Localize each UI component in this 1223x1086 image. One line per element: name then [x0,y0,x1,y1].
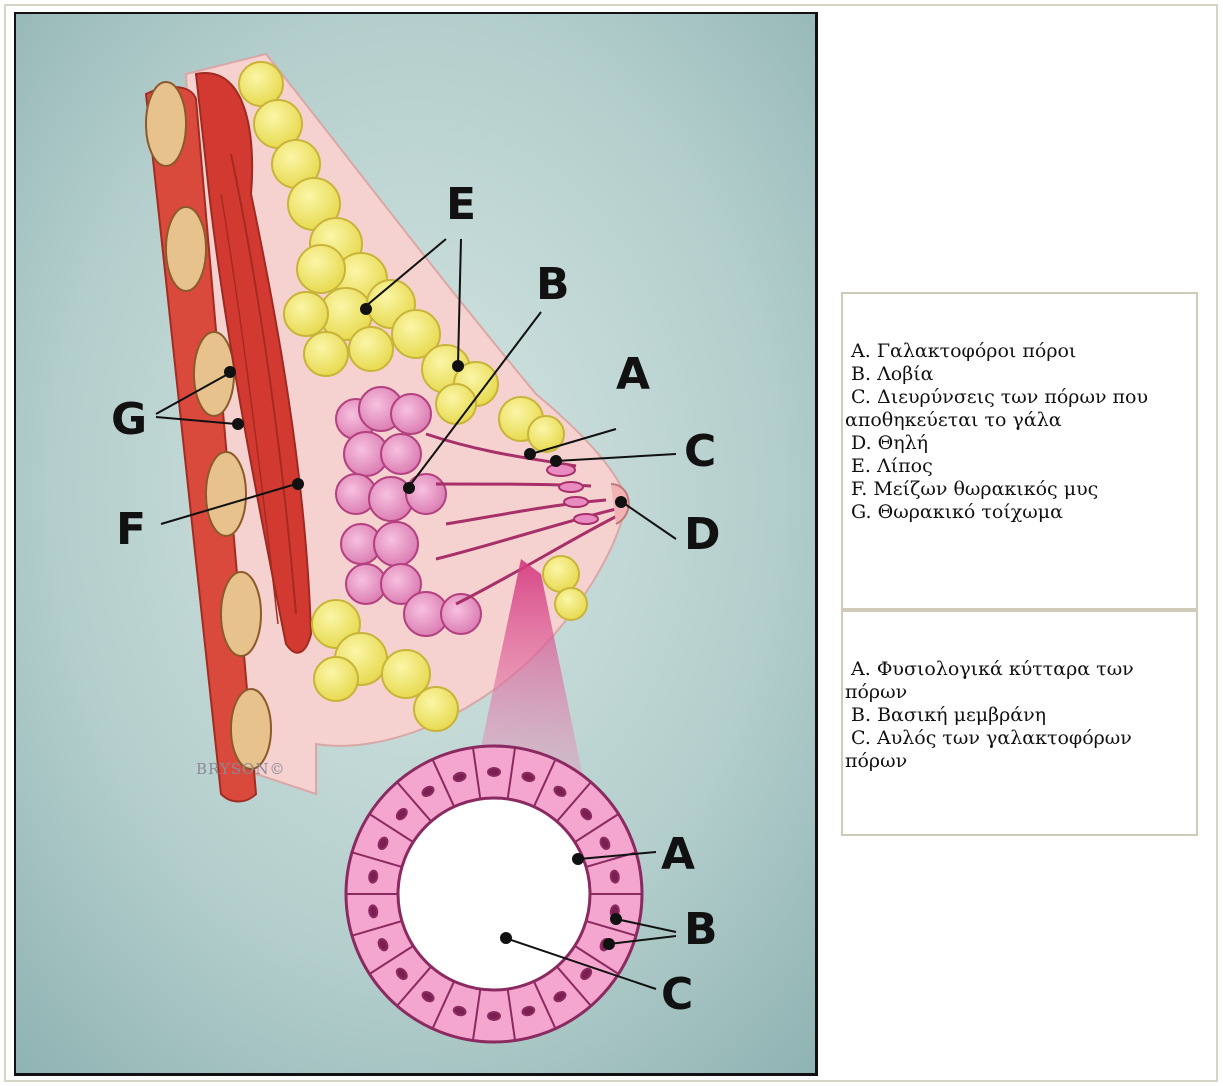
cell-nucleus [368,905,378,918]
duct-lumen [398,798,590,990]
label-A: A [616,349,650,400]
legend-item-c: C. Διευρύνσεις των πόρων που αποθηκεύετα… [845,386,1194,432]
label-C: C [684,426,716,477]
inset-label-B: B [684,904,718,955]
label-G: G [111,394,147,445]
breast-anatomy-illustration: E B A C D G F A B C BRYSON© [14,12,818,1076]
legend-duct-item-a: A. Φυσιολογικά κύτταρα των πόρων [845,658,1194,704]
legend-item-b: B. Λοβία [845,363,1194,386]
label-D: D [684,509,721,560]
cell-nucleus [488,1012,500,1020]
legend-item-a: A. Γαλακτοφόροι πόροι [845,340,1194,363]
legend-item-f: F. Μείζων θωρακικός μυς [845,478,1194,501]
cell-nucleus [368,870,378,883]
legend-duct-item-c: C. Αυλός των γαλακτοφόρων πόρων [845,727,1194,773]
legend-item-g: G. Θωρακικό τοίχωμα [845,501,1194,524]
cell-nucleus [610,870,620,883]
cell-nucleus [488,768,500,776]
inset-label-C: C [661,969,693,1020]
label-E: E [446,179,476,230]
label-B: B [536,259,570,310]
legend-breast-anatomy: A. Γαλακτοφόροι πόροι B. Λοβία C. Διευρύ… [841,292,1198,610]
legend-item-e: E. Λίπος [845,455,1194,478]
artist-signature: BRYSON© [196,760,285,778]
duct-cross-section [346,746,642,1042]
legend-duct-cross-section: A. Φυσιολογικά κύτταρα των πόρων B. Βασι… [841,610,1198,836]
legend-breast-list: A. Γαλακτοφόροι πόροι B. Λοβία C. Διευρύ… [845,304,1194,524]
label-F: F [116,504,146,555]
inset-label-A: A [661,829,695,880]
legend-item-d: D. Θηλή [845,432,1194,455]
legend-duct-item-b: B. Βασική μεμβράνη [845,704,1194,727]
anatomy-svg: E B A C D G F A B C BRYSON© [16,14,816,1074]
legend-duct-list: A. Φυσιολογικά κύτταρα των πόρων B. Βασι… [845,622,1194,773]
